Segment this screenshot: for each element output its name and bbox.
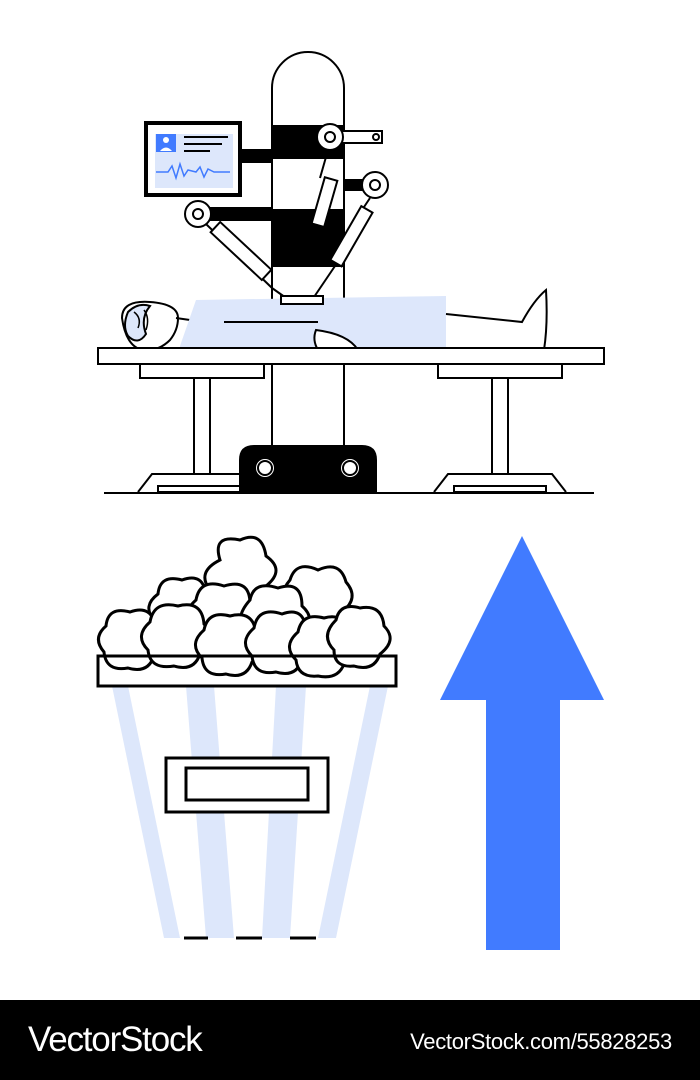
robot-column [271, 51, 345, 490]
robot-arm-left [184, 200, 297, 306]
bucket-label [164, 756, 330, 814]
robot-arm-center [306, 123, 383, 267]
illustration [96, 51, 605, 950]
watermark-footer: VectorStock VectorStock.com/55828253 [0, 1000, 700, 1080]
operating-table [97, 347, 605, 493]
robot-arm-right [311, 171, 389, 301]
arrow-up-icon [440, 536, 604, 950]
monitor [144, 121, 273, 197]
robot-base [239, 445, 377, 493]
popcorn-bucket [96, 535, 398, 940]
robotic-surgery-scene [97, 51, 605, 494]
heartbeat-line [156, 161, 230, 181]
patient [120, 287, 548, 352]
brand-logo: VectorStock [28, 1020, 203, 1059]
image-id: VectorStock.com/55828253 [410, 1029, 672, 1054]
